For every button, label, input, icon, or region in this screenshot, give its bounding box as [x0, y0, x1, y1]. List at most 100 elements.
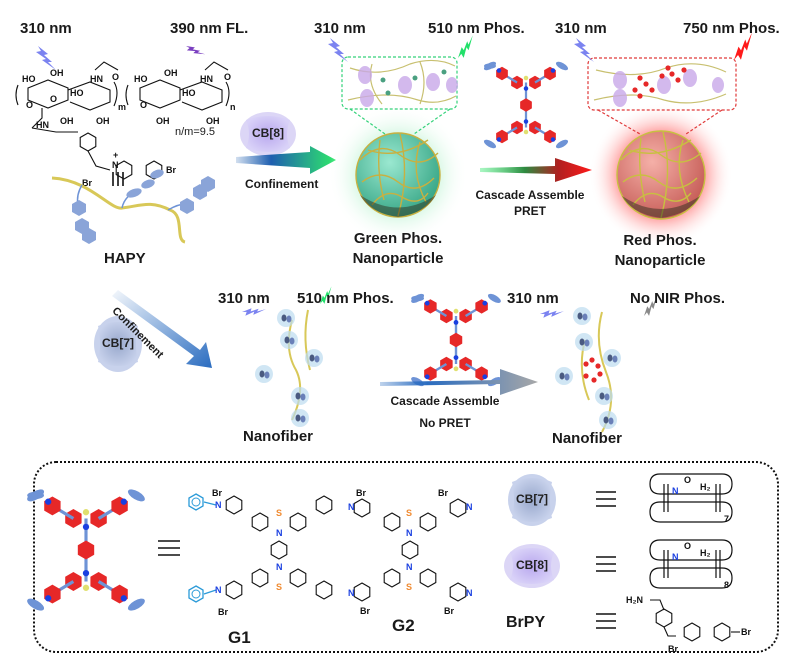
svg-text:S: S [406, 508, 412, 518]
cb7-chemical-structure [649, 473, 733, 523]
svg-text:N: N [215, 500, 222, 510]
cascade-label-top: Cascade Assemble [475, 188, 585, 202]
fluorescence-label: 390 nm FL. [170, 20, 249, 37]
svg-text:HN: HN [200, 74, 213, 84]
svg-text:Br: Br [82, 178, 92, 188]
cb8-chemical-structure [649, 539, 733, 589]
svg-text:Br: Br [218, 607, 228, 617]
equivalence-sign-cb8 [596, 556, 616, 572]
cascade-arrow-red [480, 158, 592, 182]
cb8-label: CB[8] [252, 126, 284, 140]
cb7-legend-icon [508, 474, 556, 526]
nanofiber2-title: Nanofiber [552, 430, 623, 447]
green-particle-title-1: Green Phos. [353, 230, 443, 247]
svg-text:OH: OH [50, 68, 64, 78]
legend-box [33, 461, 779, 653]
g1-label: G1 [228, 628, 251, 647]
hapy-label: HAPY [104, 250, 146, 267]
cb7-host-icon [94, 316, 142, 372]
svg-text:O: O [50, 94, 57, 104]
svg-text:N: N [348, 588, 355, 598]
svg-text:N: N [406, 562, 413, 572]
svg-text:OH: OH [206, 116, 220, 126]
nanofiber2-emission-label: No NIR Phos. [630, 290, 726, 307]
svg-text:+: + [113, 150, 118, 160]
equivalence-sign-g1 [158, 540, 180, 556]
g1-guest-icon [410, 292, 502, 388]
cb8-h2-label: H₂ [700, 548, 711, 558]
fluorescence-bolt-icon [184, 39, 206, 62]
brpy-chemical-structure [650, 599, 740, 642]
svg-text:HN: HN [90, 74, 103, 84]
svg-text:HO: HO [182, 88, 196, 98]
svg-text:HO: HO [22, 74, 36, 84]
svg-text:O: O [112, 72, 119, 82]
svg-text:Br: Br [360, 606, 370, 616]
cb8-legend-icon [504, 544, 560, 588]
cb7-h2-label: H₂ [700, 482, 711, 492]
confinement-label-top: Confinement [245, 177, 319, 191]
hapy-cartoon [51, 169, 215, 244]
nanofiber-2-cartoon [555, 307, 621, 433]
brpy-label: BrPY [506, 614, 546, 631]
excitation-bolt-icon [36, 46, 56, 70]
svg-text:n: n [230, 102, 236, 112]
cb7-subscript: 7 [724, 514, 729, 524]
cb8-n-atom: N [672, 552, 679, 562]
green-zoom-inset [341, 56, 458, 135]
svg-text:O: O [26, 100, 33, 110]
green-excitation-label: 310 nm [314, 20, 366, 37]
svg-text:N: N [466, 588, 473, 598]
ratio-label: n/m=9.5 [175, 126, 216, 138]
red-excitation-label: 310 nm [555, 20, 607, 37]
cb8-subscript: 8 [724, 580, 729, 590]
green-nanoparticle [328, 105, 468, 245]
svg-text:Br: Br [356, 488, 366, 498]
g2-label: G2 [392, 616, 415, 635]
svg-text:Br: Br [212, 488, 222, 498]
no-pret-label: No PRET [419, 416, 471, 430]
cb7-legend-label: CB[7] [516, 492, 548, 506]
svg-text:S: S [406, 582, 412, 592]
green-particle-title-2: Nanoparticle [352, 250, 444, 267]
svg-text:Br: Br [444, 606, 454, 616]
red-particle-title-1: Red Phos. [623, 232, 697, 249]
svg-text:N: N [112, 160, 119, 170]
cb8-host-icon [240, 112, 296, 156]
svg-text:O: O [224, 72, 231, 82]
cb8-o-atom: O [684, 541, 691, 551]
cb7-label: CB[7] [102, 336, 134, 350]
g1-legend-icon [25, 487, 146, 613]
svg-text:N: N [276, 562, 283, 572]
cb7-o-atom: O [684, 475, 691, 485]
green-phosphorescence-bolt-icon [452, 35, 479, 60]
svg-text:S: S [276, 582, 282, 592]
svg-text:OH: OH [156, 116, 170, 126]
svg-text:m: m [118, 102, 126, 112]
nanofiber2-excitation-label: 310 nm [507, 290, 559, 307]
excitation-bolt-icon [328, 38, 348, 62]
svg-text:N: N [348, 502, 355, 512]
g1-guest-icon [483, 60, 570, 150]
cascade-label-bottom: Cascade Assemble [390, 394, 500, 408]
svg-text:HO: HO [70, 88, 84, 98]
svg-text:Br: Br [166, 165, 176, 175]
cb7-n-atom: N [672, 486, 679, 496]
g2-chemical-structure: N N N N S S N N Br Br Br Br [348, 488, 473, 616]
hapy-polymer-structure [15, 61, 230, 180]
brpy-amine-label: H₂N [626, 595, 643, 605]
red-emission-label: 750 nm Phos. [683, 20, 780, 37]
svg-text:N: N [466, 502, 473, 512]
confinement-arrow-green [236, 146, 336, 174]
svg-text:OH: OH [164, 68, 178, 78]
svg-text:S: S [276, 508, 282, 518]
red-nanoparticle [589, 103, 733, 247]
cb8-legend-label: CB[8] [516, 558, 548, 572]
red-zoom-inset [587, 57, 737, 135]
nanofiber1-emission-label: 510 nm Phos. [297, 290, 394, 307]
pret-label: PRET [513, 204, 546, 218]
excitation-label: 310 nm [20, 20, 72, 37]
confinement-arrow-diagonal [112, 290, 212, 368]
